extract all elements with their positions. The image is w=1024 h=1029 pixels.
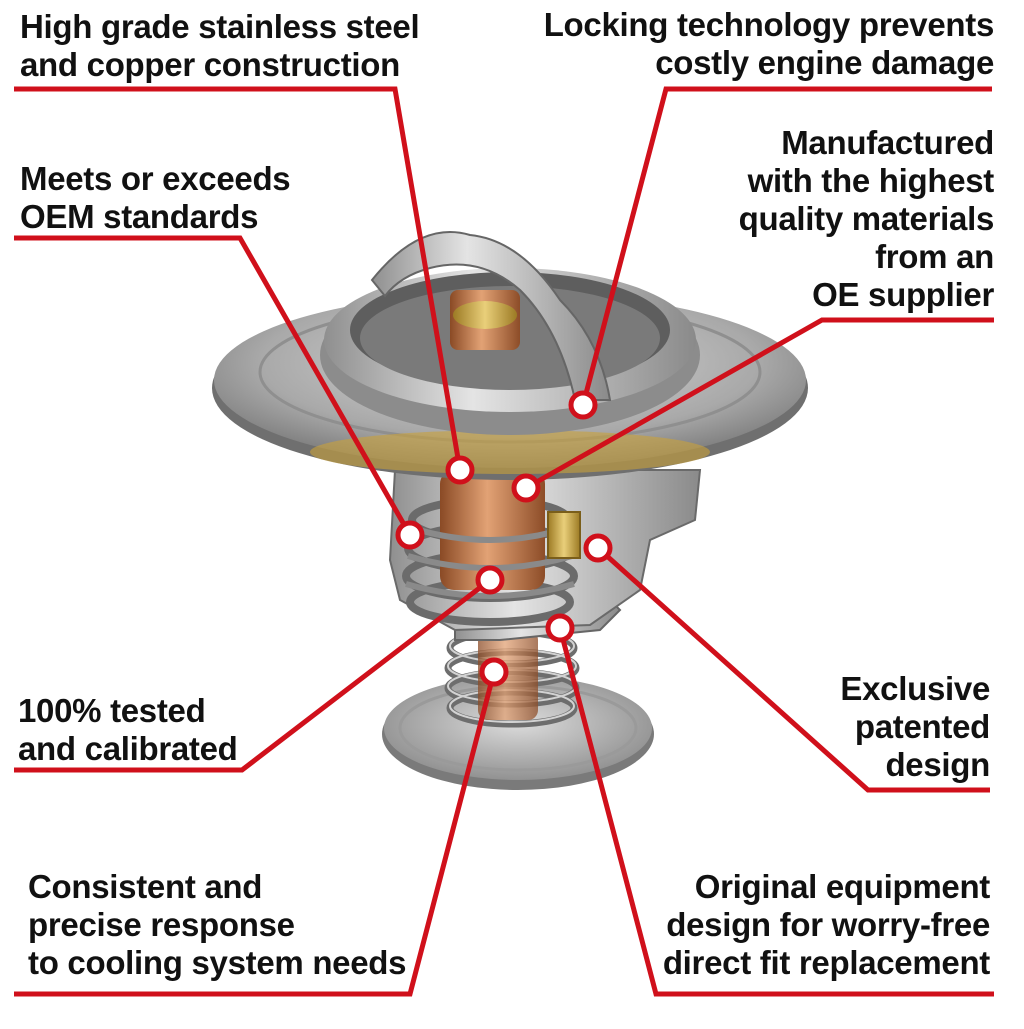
callout-patented-line-1: Exclusive [840, 670, 990, 707]
callout-materials-line-4: from an [875, 238, 994, 275]
callout-construction-line-1: High grade stainless steel [20, 8, 420, 45]
callout-locking: Locking technology prevents costly engin… [543, 6, 995, 82]
callout-tested-line-2: and calibrated [18, 730, 238, 767]
callout-fit-line-3: direct fit replacement [662, 944, 990, 981]
callout-oem-line-2: OEM standards [20, 198, 259, 235]
callout-line-construction [14, 86, 463, 471]
callout-materials: Manufactured with the highest quality ma… [738, 124, 995, 314]
callout-materials-line-2: with the highest [747, 162, 995, 199]
callout-patented-line-2: patented [854, 708, 990, 745]
callout-response-line-3: to cooling system needs [28, 944, 407, 981]
callout-line-materials [524, 317, 994, 491]
callout-dot-response [479, 657, 509, 687]
callout-fit: Original equipment design for worry-free… [663, 868, 990, 982]
callout-patented: Exclusive patented design [840, 670, 990, 784]
brass-lock-tab [547, 511, 581, 559]
callout-line-fit [557, 627, 994, 997]
callout-oem-line-1: Meets or exceeds [20, 160, 291, 197]
callout-line-tested [14, 578, 492, 773]
callout-dots [395, 390, 613, 687]
callout-materials-line-3: quality materials [738, 200, 995, 237]
callout-construction-line-2: and copper construction [20, 46, 400, 83]
callout-materials-line-1: Manufactured [781, 124, 994, 161]
callout-tested: 100% tested and calibrated [18, 692, 238, 768]
callout-oem: Meets or exceeds OEM standards [20, 160, 291, 236]
callout-dot-fit [545, 613, 575, 643]
callout-line-patented [596, 546, 990, 793]
callout-line-locking [580, 86, 992, 406]
callout-response-line-1: Consistent and [28, 868, 263, 905]
callout-locking-line-2: costly engine damage [655, 44, 994, 81]
callout-dot-locking [568, 390, 598, 420]
callout-dot-oem [395, 520, 425, 550]
callout-dot-patented [583, 533, 613, 563]
brass-piston [450, 290, 520, 350]
callout-dot-construction [445, 455, 475, 485]
callout-tested-line-1: 100% tested [18, 692, 206, 729]
callout-dot-tested [475, 565, 505, 595]
callout-materials-line-5: OE supplier [812, 276, 994, 313]
callout-construction: High grade stainless steel and copper co… [20, 8, 420, 84]
callout-dot-materials [511, 473, 541, 503]
callout-line-oem [14, 235, 413, 537]
callout-response-line-2: precise response [28, 906, 295, 943]
callout-fit-line-1: Original equipment [694, 868, 991, 905]
callout-locking-line-1: Locking technology prevents [543, 6, 995, 43]
callout-response: Consistent and precise response to cooli… [28, 868, 407, 982]
callout-patented-line-3: design [885, 746, 990, 783]
callout-lines [14, 86, 994, 997]
callout-line-response [14, 671, 497, 997]
callout-fit-line-2: design for worry-free [666, 906, 990, 943]
